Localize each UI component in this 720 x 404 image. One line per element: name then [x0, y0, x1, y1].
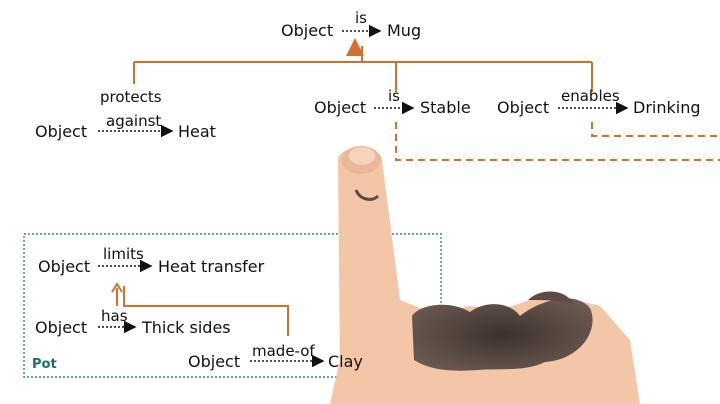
branch-stable-object: Stable [420, 98, 471, 117]
pot-row-made-of-subject: Object [188, 352, 241, 371]
root-object: Mug [387, 21, 422, 40]
branch-stable-subject: Object [314, 98, 367, 117]
pot-link-arrowhead [111, 282, 123, 293]
pot-box-title: Pot [32, 357, 57, 372]
branch-protects-relation-line2: against [106, 112, 162, 130]
pot-row-has-relation: has [101, 307, 128, 325]
pot-link-made-of [123, 286, 289, 336]
pot-row-limits-subject: Object [38, 257, 91, 276]
root-relation: is [355, 9, 367, 27]
branch-protects-relation-line1: protects [100, 88, 162, 106]
branch-stable-relation: is [388, 87, 400, 105]
branch-enables-subject: Object [497, 98, 550, 117]
pot-row-made-of-object: Clay [328, 352, 363, 371]
branch-protects-object: Heat [178, 122, 216, 141]
dashed-connector-right [591, 122, 720, 137]
dashed-connector-middle [395, 122, 720, 161]
pot-row-limits-object: Heat transfer [158, 257, 265, 276]
branch-enables-relation: enables [561, 87, 620, 105]
pot-row-has-object: Thick sides [142, 318, 231, 337]
branch-enables-object: Drinking [633, 98, 701, 117]
pot-row-has-subject: Object [35, 318, 88, 337]
pointing-hand-image [330, 146, 640, 404]
pot-row-limits-relation: limits [103, 245, 144, 263]
root-subject: Object [281, 21, 334, 40]
branch-protects-subject: Object [35, 122, 88, 141]
pot-row-made-of-relation: made-of [252, 342, 315, 360]
tree-connectors [133, 38, 720, 161]
